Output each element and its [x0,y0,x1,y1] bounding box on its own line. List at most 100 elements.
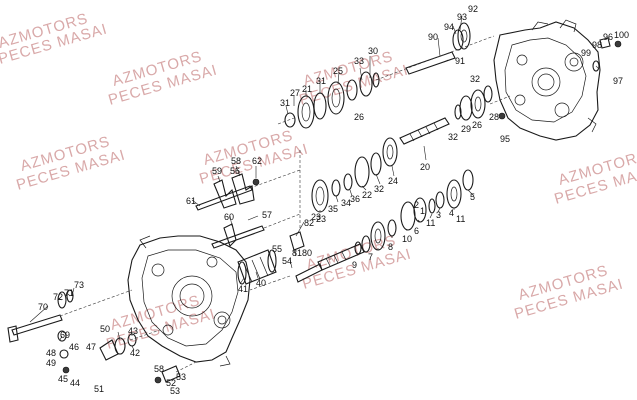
callout-59: 59 [212,166,222,176]
callout-94: 94 [444,22,454,32]
callout-58-b: 58 [154,364,164,374]
shift-forks [213,173,255,248]
mainshaft-1 [295,243,365,283]
callout-31-b: 31 [280,98,290,108]
callout-70: 70 [38,302,48,312]
callout-11-a: 11 [456,214,465,224]
callout-34: 34 [341,198,351,208]
callout-47: 47 [86,342,96,352]
callout-97: 97 [613,76,623,86]
watermark-9: AZMOTORS PECES MASAI [0,10,109,68]
callout-42: 42 [130,348,140,358]
callout-71: 71 [64,288,74,298]
countershaft-20 [399,117,450,145]
callout-44: 44 [70,378,80,388]
callout-58-a: 58 [231,156,241,166]
callout-57: 57 [262,210,272,220]
small-parts [57,37,622,384]
callout-23-b: 23 [316,214,326,224]
callout-40: 40 [256,278,266,288]
callout-10: 10 [402,234,412,244]
watermark-5: AZMOTORS PECES MASAI [104,292,217,353]
callout-32-c: 32 [374,184,384,194]
callout-4: 4 [449,208,454,218]
callout-6: 6 [414,226,419,236]
callout-99: 99 [581,48,591,58]
callout-36: 36 [350,194,360,204]
callout-32-a: 32 [448,132,458,142]
callout-2: 2 [414,200,419,210]
callout-25: 25 [333,66,343,76]
callout-45: 45 [58,374,68,384]
countershaft-gears [311,85,493,213]
watermark-2: AZMOTORS PECES MASAI [106,48,219,109]
callout-35: 35 [328,204,338,214]
callout-26-a: 26 [354,112,364,122]
callout-21: 21 [302,84,312,94]
fork-rod-61 [195,185,253,211]
callout-55: 55 [272,244,282,254]
callout-62: 62 [252,156,262,166]
callout-3: 3 [436,210,441,220]
shaft-90 [405,51,456,75]
callout-91: 91 [455,56,465,66]
callout-20: 20 [420,162,430,172]
callout-32-b: 32 [470,74,480,84]
callout-73: 73 [74,280,84,290]
callout-1: 1 [420,206,425,216]
callout-95: 95 [500,134,510,144]
right-crankcase [493,19,601,141]
callout-69: 69 [60,330,70,340]
callout-53-a: 53 [176,372,186,382]
watermark-8: AZMOTORS PECES MASAI [552,147,637,208]
callout-8: 8 [388,242,393,252]
callout-54: 54 [282,256,292,266]
callout-81: 81 [292,248,302,258]
watermark-7: AZMOTORS PECES MASAI [512,262,625,323]
callout-29: 29 [461,124,471,134]
shift-drum [237,249,277,285]
callout-11-b: 11 [426,218,435,228]
leader-lines [29,15,475,351]
kick-shaft-70 [7,314,63,343]
callout-24: 24 [388,176,398,186]
callout-43: 43 [128,326,138,336]
callout-93: 93 [457,12,467,22]
top-right-gears [452,22,471,51]
callout-labels: 92 93 94 90 91 100 96 98 99 97 30 33 25 … [38,4,629,396]
callout-30: 30 [368,46,378,56]
callout-28: 28 [489,112,499,122]
callout-72: 72 [53,292,63,302]
assembly-lines [59,35,601,373]
callout-80: 80 [302,248,312,258]
callout-56: 56 [230,166,240,176]
callout-92: 92 [468,4,478,14]
fork-rod-60 [211,225,265,249]
callout-60: 60 [224,212,234,222]
watermark-1: AZMOTORS PECES MASAI [14,133,127,194]
callout-46: 46 [69,342,79,352]
callout-48: 48 [46,348,56,358]
callout-7: 7 [368,252,373,262]
left-crankcase [127,235,251,367]
callout-52: 52 [166,378,176,388]
callout-100: 100 [614,30,629,40]
callout-98: 98 [592,40,602,50]
callout-23-a: 23 [311,212,321,222]
callout-9: 9 [352,260,357,270]
callout-90: 90 [428,32,438,42]
callout-5: 5 [470,192,475,202]
callout-33: 33 [354,56,364,66]
callout-22: 22 [362,190,372,200]
callout-61: 61 [186,196,196,206]
callout-31: 31 [316,76,326,86]
callout-49-a: 49 [46,358,56,368]
callout-96: 96 [603,32,613,42]
callout-53-b: 53 [170,386,180,396]
mainshaft-gears [354,169,474,255]
callout-50: 50 [100,324,110,334]
callout-41: 41 [238,284,248,294]
callout-51: 51 [94,384,104,394]
